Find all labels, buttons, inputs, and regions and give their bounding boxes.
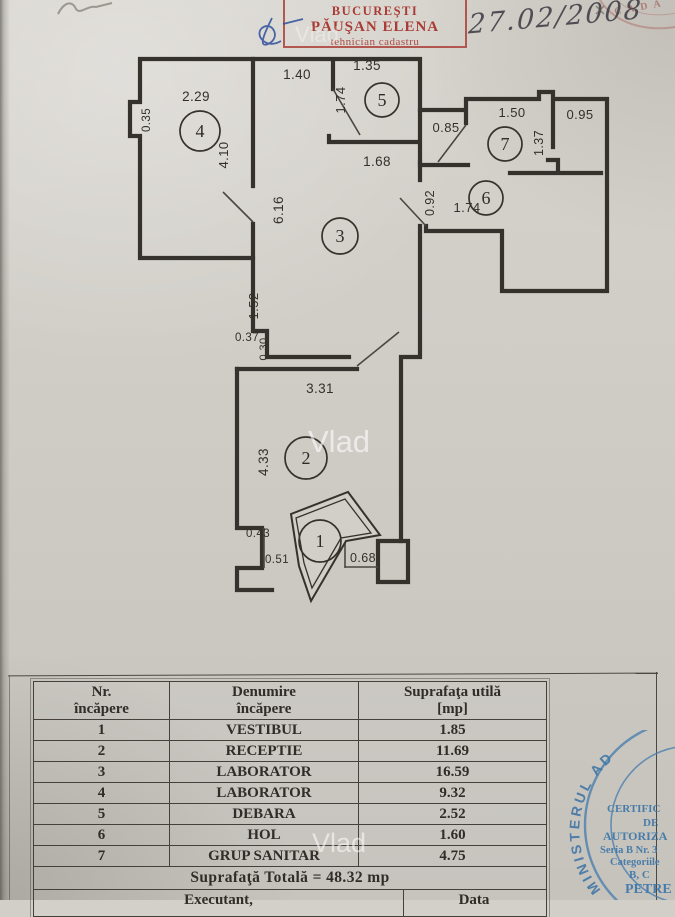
area-cell: 4.75 bbox=[439, 848, 466, 864]
area-cell: 2.52 bbox=[439, 806, 466, 822]
dimension-label: 4.10 bbox=[216, 142, 231, 169]
room-name-cell: LABORATOR bbox=[170, 762, 359, 782]
floor-plan-drawing: 2.290.354.101.401.351.741.686.160.851.50… bbox=[127, 56, 610, 604]
footer-row: Executant, Data bbox=[34, 890, 546, 916]
watermark-top: Vlad bbox=[295, 22, 340, 47]
plan-dimension-labels: 2.290.354.101.401.351.741.686.160.851.50… bbox=[141, 58, 593, 566]
dimension-label: 0.85 bbox=[433, 120, 460, 135]
dimension-label: 0.95 bbox=[567, 107, 594, 122]
room-name-cell: DEBARA bbox=[170, 804, 359, 824]
area-cell: 1.60 bbox=[439, 827, 466, 843]
row-number-cell: 6 bbox=[34, 825, 170, 845]
header-denumire-line1: Denumire bbox=[232, 684, 296, 700]
room-number: 1 bbox=[316, 531, 325, 551]
header-denumire-line2: încăpere bbox=[236, 701, 292, 717]
pencil-mark bbox=[57, 2, 113, 15]
header-nr-line1: Nr. bbox=[91, 684, 112, 700]
header-suprafata-line2: [mp] bbox=[437, 701, 468, 717]
seal-text-line: PETRE bbox=[625, 882, 672, 897]
blue-certification-seal: MINISTERUL ADMINIS CERTIFICDEAUTORIZASer… bbox=[555, 730, 675, 900]
dimension-label: 0.51 bbox=[265, 554, 289, 566]
room-number: 3 bbox=[336, 226, 345, 246]
data-cell: Data bbox=[458, 892, 490, 908]
areas-table: Nr. încăpere Denumire încăpere Suprafaţa… bbox=[30, 678, 550, 917]
row-number-cell: 2 bbox=[34, 741, 170, 761]
area-cell: 9.32 bbox=[439, 785, 466, 801]
dimension-label: 1.37 bbox=[532, 130, 546, 156]
area-cell: 16.59 bbox=[435, 764, 470, 780]
document-frame-top bbox=[8, 672, 658, 677]
seal-text-line: CERTIFIC bbox=[607, 803, 660, 815]
seal-text-line: B, C bbox=[629, 869, 650, 881]
seal-text-line: DE bbox=[643, 817, 658, 829]
room-name-cell: VESTIBUL bbox=[170, 720, 359, 740]
header-nr-line2: încăpere bbox=[74, 701, 129, 717]
seal-text-line: Categoriile bbox=[610, 857, 660, 868]
header-denumire: Denumire încăpere bbox=[170, 682, 359, 719]
header-nr: Nr. încăpere bbox=[34, 682, 170, 719]
total-row: Suprafaţă Totală = 48.32 mp bbox=[34, 867, 546, 890]
header-suprafata-line1: Suprafaţa utilă bbox=[403, 684, 502, 700]
dimension-label: 0.30 bbox=[258, 337, 270, 360]
dimension-label: 0.43 bbox=[246, 528, 270, 540]
dimension-label: 1.68 bbox=[363, 154, 391, 169]
dimension-label: 3.31 bbox=[306, 381, 334, 396]
watermark-middle: Vlad bbox=[308, 424, 371, 459]
dimension-label: 1.52 bbox=[246, 293, 261, 320]
room-number: 5 bbox=[378, 90, 387, 110]
row-number-cell: 5 bbox=[34, 804, 170, 824]
dimension-label: 0.37 bbox=[235, 332, 259, 344]
area-cell: 11.69 bbox=[436, 743, 469, 759]
dimension-label: 6.16 bbox=[271, 196, 286, 224]
dimension-label: 0.68 bbox=[350, 551, 376, 565]
header-suprafata: Suprafaţa utilă [mp] bbox=[359, 682, 546, 719]
room-name-cell: LABORATOR bbox=[170, 783, 359, 803]
document-frame-left bbox=[9, 676, 10, 900]
row-number-cell: 3 bbox=[34, 762, 170, 782]
area-cell: 1.85 bbox=[439, 722, 466, 738]
dimension-label: 0.35 bbox=[141, 108, 153, 132]
seal-text-line: Seria B Nr. 3 bbox=[600, 845, 657, 856]
room-number: 6 bbox=[482, 188, 491, 208]
dimension-label: 1.74 bbox=[333, 87, 348, 114]
watermark-lower: Vlad bbox=[312, 828, 367, 858]
executant-cell: Executant, bbox=[34, 890, 404, 916]
right-wall bbox=[398, 159, 423, 544]
dimension-label: 2.29 bbox=[182, 89, 210, 104]
table-header-row: Nr. încăpere Denumire încăpere Suprafaţa… bbox=[34, 682, 546, 720]
dimension-label: 0.92 bbox=[423, 190, 437, 216]
row-number-cell: 7 bbox=[34, 846, 170, 866]
room-number: 4 bbox=[196, 121, 205, 141]
pen-tick bbox=[595, 5, 605, 15]
row-number-cell: 1 bbox=[34, 720, 170, 740]
seal-text-line: AUTORIZA bbox=[603, 829, 668, 843]
dimension-label: 4.33 bbox=[256, 448, 271, 476]
dimension-label: 1.50 bbox=[499, 105, 526, 120]
row-number-cell: 4 bbox=[34, 783, 170, 803]
room-name-cell: RECEPTIE bbox=[170, 741, 359, 761]
room-number: 7 bbox=[501, 134, 510, 154]
